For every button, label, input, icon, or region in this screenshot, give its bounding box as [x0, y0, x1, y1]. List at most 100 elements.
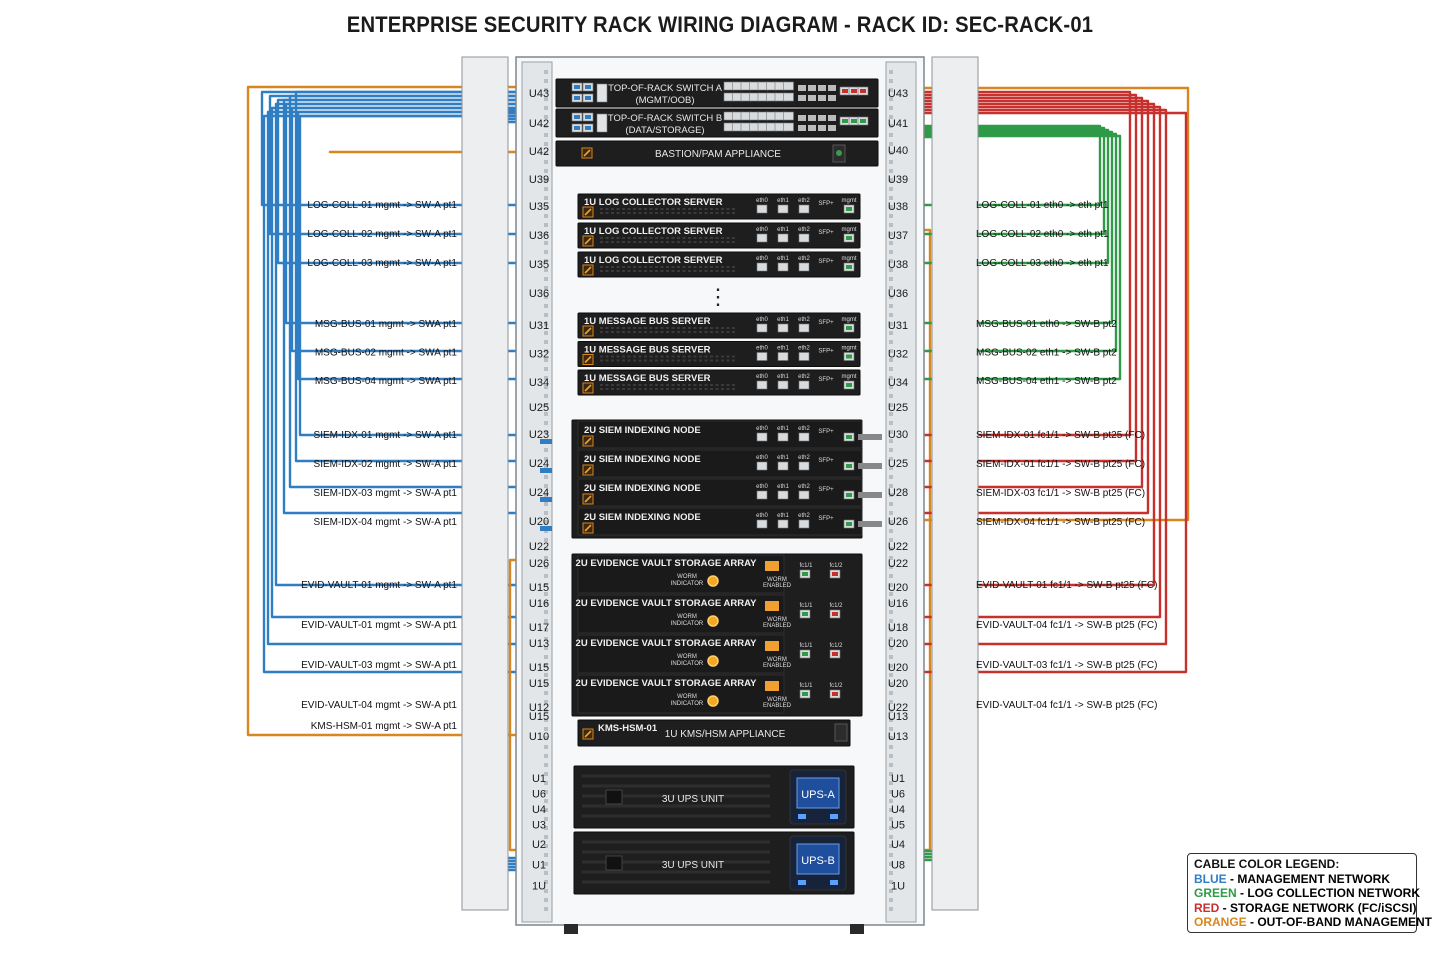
vent-slot: [600, 359, 603, 362]
ethernet-port: [756, 204, 768, 214]
vent-slot: [611, 359, 614, 362]
vent-slot: [699, 355, 702, 358]
vent-slot: [710, 241, 713, 243]
ethernet-port: [798, 490, 810, 500]
vent-slot: [693, 384, 697, 386]
left-connection-label: SIEM-IDX-01 mgmt -> SW-A pt1: [314, 430, 458, 441]
tor-switch: [555, 108, 879, 138]
vent-slot: [726, 212, 730, 214]
vent-slot: [622, 208, 625, 210]
rail-hole: [889, 646, 893, 650]
port-label: mgmt: [842, 374, 857, 380]
vent-slot: [732, 237, 735, 239]
vent-slot: [633, 359, 636, 362]
siem-indexing-node: [577, 478, 863, 507]
vault-label: 2U EVIDENCE VAULT STORAGE ARRAY: [576, 558, 758, 569]
rail-hole: [544, 601, 548, 605]
vent-slot: [726, 388, 730, 390]
port-label: fc1/2: [829, 603, 843, 609]
vent-slot: [704, 388, 708, 390]
u-position-label: U25: [888, 402, 908, 414]
sfp-port: [818, 115, 826, 121]
left-connection-label: LOG-COLL-02 mgmt -> SW-A pt1: [307, 229, 457, 240]
rail-hole: [889, 430, 893, 434]
sfp-port: [828, 125, 836, 131]
vent-slot: [605, 359, 609, 362]
vent-slot: [649, 266, 653, 268]
rail-hole: [889, 88, 893, 92]
kms-label: 1U KMS/HSM APPLIANCE: [665, 729, 786, 740]
vent-slot: [671, 270, 675, 272]
sfp-port: [808, 125, 816, 131]
rail-hole: [544, 898, 548, 902]
ethernet-port: [777, 204, 789, 214]
rail-hole: [889, 529, 893, 533]
port-connector: [585, 126, 591, 130]
vent-slot: [688, 208, 691, 210]
worm-label: INDICATOR: [671, 661, 704, 667]
vent-slot: [633, 241, 636, 243]
vent-slot: [704, 266, 708, 268]
port-connector: [842, 89, 848, 93]
rail-hole: [889, 70, 893, 74]
port-connector: [585, 85, 591, 89]
vent-slot: [704, 331, 708, 333]
vent-slot: [627, 208, 631, 210]
vent-slot: [611, 208, 614, 210]
rail-hole: [544, 151, 548, 155]
vent-slot: [644, 331, 647, 333]
sfp-port: [818, 85, 826, 91]
rail-hole: [544, 475, 548, 479]
ups-display: [796, 843, 840, 875]
vent-slot: [688, 270, 691, 272]
rail-hole: [544, 313, 548, 317]
rail-hole: [889, 304, 893, 308]
rail-hole: [544, 394, 548, 398]
sfp-port: [798, 85, 806, 91]
rail-hole: [544, 547, 548, 551]
vent-slot: [605, 270, 609, 272]
ethernet-port: [777, 262, 789, 272]
vent-slot: [715, 270, 719, 272]
vent-slot: [660, 327, 664, 329]
port-label: SFP+: [818, 458, 834, 464]
vent-slot: [666, 212, 669, 214]
rail-hole: [889, 259, 893, 263]
vent-slot: [644, 355, 647, 358]
log-collector-server: [577, 251, 861, 278]
right-connection-label: EVID-VAULT-04 fc1/1 -> SW-B pt25 (FC): [976, 620, 1157, 631]
left-connection-label: EVID-VAULT-03 mgmt -> SW-A pt1: [301, 660, 457, 671]
rail-hole: [889, 610, 893, 614]
ethernet-port: [798, 461, 810, 471]
vent-slot: [605, 388, 609, 390]
rail-hole: [544, 592, 548, 596]
vent-slot: [710, 384, 713, 386]
vent-slot: [715, 388, 719, 390]
vent-slot: [666, 270, 669, 272]
right-connection-label: MSG-BUS-01 eth0 -> SW-B pt2: [976, 319, 1117, 330]
mgmt-connector: [540, 526, 552, 531]
rail-hole: [889, 835, 893, 839]
vent-slot: [688, 388, 691, 390]
rail-hole: [889, 115, 893, 119]
rail-hole: [544, 907, 548, 911]
rail-hole: [889, 709, 893, 713]
vault-label: 2U EVIDENCE VAULT STORAGE ARRAY: [576, 678, 758, 689]
vent-slot: [600, 384, 603, 386]
u-position-label: U12: [529, 702, 549, 714]
rail-hole: [889, 385, 893, 389]
vent-slot: [666, 241, 669, 243]
rack-foot-left: [564, 924, 578, 934]
right-connection-label: SIEM-IDX-01 fc1/1 -> SW-B pt25 (FC): [976, 459, 1145, 470]
rail-hole: [544, 718, 548, 722]
fc-connector: [858, 463, 882, 469]
port-label: eth2: [798, 426, 810, 432]
port-label: SFP+: [818, 349, 834, 355]
vent-slot: [693, 388, 697, 390]
wrench-icon-stroke: [584, 237, 592, 245]
rail-hole: [889, 205, 893, 209]
port-label: eth1: [777, 317, 789, 323]
rail-hole: [889, 772, 893, 776]
rail-hole: [544, 700, 548, 704]
